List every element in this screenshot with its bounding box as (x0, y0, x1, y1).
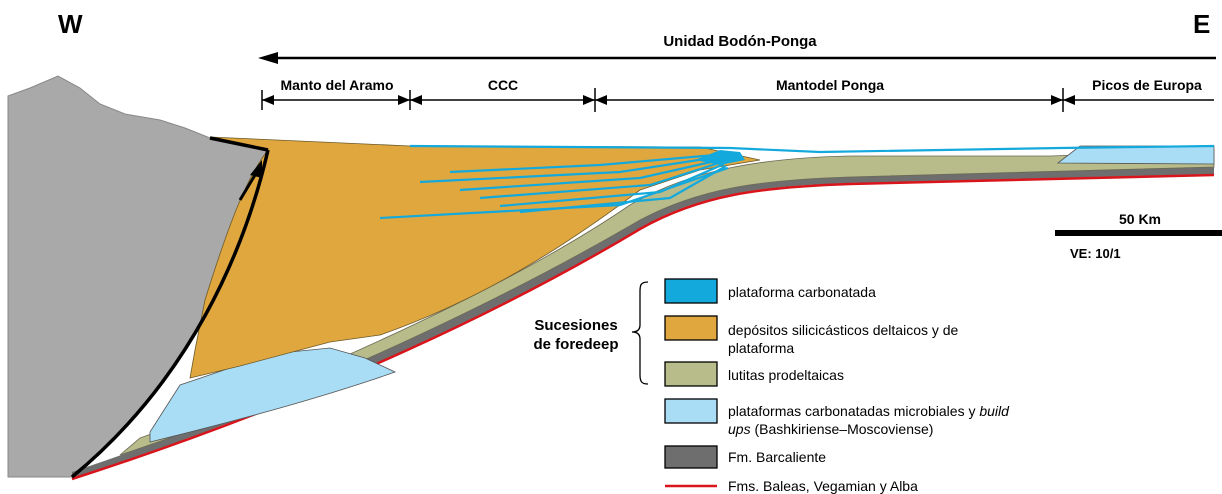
scale-bar (1055, 230, 1222, 236)
segment-arrows (261, 88, 1214, 112)
thrust-fault (70, 136, 270, 479)
legend-label-prodelta: lutitas prodeltaicas (728, 367, 844, 383)
vertical-exaggeration: VE: 10/1 (1070, 246, 1121, 261)
legend-swatch-microbial (664, 398, 718, 424)
legend-label-barcaliente: Fm. Barcaliente (728, 449, 826, 465)
segment-label-ccc: CCC (488, 77, 518, 93)
legend-label-microbial-2: ups (Bashkiriense–Moscoviense) (728, 421, 933, 437)
scale-distance: 50 Km (1119, 211, 1161, 227)
legend-label-siliciclastic-1: depósitos silicicásticos deltaicos y de (728, 322, 959, 338)
segment-label-aramo: Manto del Aramo (280, 77, 393, 93)
legend-label-siliciclastic-2: plataforma (728, 340, 794, 356)
unit-arrow (258, 52, 1216, 64)
foredeep-bracket (631, 281, 649, 385)
segment-label-ponga: Mantodel Ponga (776, 77, 884, 93)
segment-label-picos: Picos de Europa (1092, 77, 1202, 93)
fault-arrow (238, 160, 262, 201)
siliciclastic-layer (189, 136, 761, 379)
legend-label-baleas: Fms. Baleas, Vegamian y Alba (728, 478, 918, 494)
legend: plataforma carbonatada depósitos silicic… (664, 278, 1010, 494)
legend-swatch-siliciclastic (664, 315, 718, 341)
legend-label-carbonate: plataforma carbonatada (728, 284, 876, 300)
carbonate-tongues (379, 144, 1215, 220)
legend-swatch-carbonate (664, 278, 718, 304)
bracket-label-line1: Sucesiones (534, 317, 617, 334)
legend-swatch-barcaliente (664, 445, 718, 469)
unit-label: Unidad Bodón-Ponga (663, 33, 817, 50)
carbonate-platform-top (695, 150, 745, 165)
microbial-platform-west (149, 347, 397, 443)
legend-swatch-prodelta (664, 361, 718, 387)
west-label: W (58, 9, 83, 39)
east-label: E (1193, 9, 1210, 39)
bracket-label-line2: de foredeep (533, 336, 618, 353)
legend-label-microbial-1: plataformas carbonatadas microbiales y b… (728, 403, 1010, 419)
